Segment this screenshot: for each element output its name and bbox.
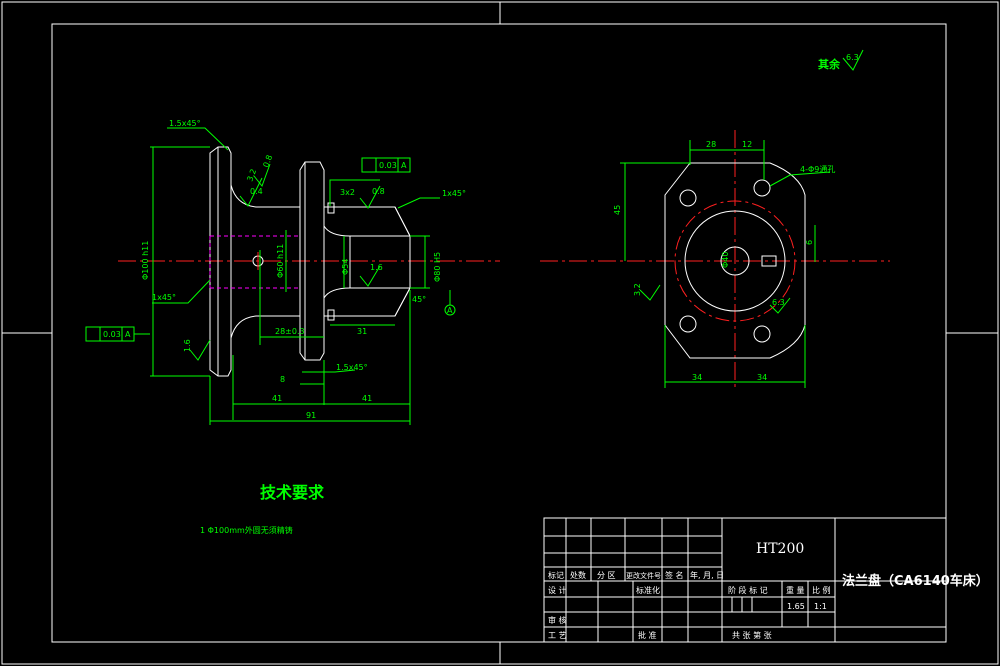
side-rough-r: 3.2	[633, 283, 642, 296]
rough-top1-label: 3.2	[245, 168, 258, 183]
hdr-design: 设 计	[548, 585, 567, 595]
datum-circle-label: A	[447, 306, 453, 315]
rough-rest-label: 其余	[818, 57, 841, 71]
angle-label: 45°	[412, 295, 426, 304]
dim-8-label: 8	[280, 375, 285, 384]
side-rough-key: 6.3	[772, 298, 785, 307]
tech-title: 技术要求	[260, 483, 325, 502]
hdr-count: 处数	[570, 570, 586, 580]
chamfer-right-label: 1x45°	[442, 189, 466, 198]
tol-top-datum: A	[401, 161, 407, 170]
side-dim-34b: 34	[757, 373, 767, 382]
rough-mid-label: 1.6	[370, 263, 383, 272]
dim-bore-label: Φ54	[341, 259, 350, 275]
rough-rest-value: 6.3	[846, 53, 859, 62]
hdr-zone: 分 区	[597, 571, 616, 580]
tech-item-1: 1 Φ100mm外圆无须精铸	[200, 525, 293, 535]
side-dim-key: 6	[805, 240, 814, 245]
side-dim-12: 12	[742, 140, 752, 149]
rough-small-label: 0.4	[250, 187, 263, 196]
sheets-label: 共 张 第 张	[732, 630, 772, 640]
hdr-check: 审 核	[548, 615, 567, 625]
material-label: HT200	[756, 541, 804, 557]
dim-41b-label: 41	[362, 394, 372, 403]
rough-top2-label: 0.8	[261, 154, 274, 169]
side-dim-bore: Φ40	[721, 252, 730, 268]
hdr-mark: 标记	[548, 570, 564, 580]
chamfer-top-label: 1.5x45°	[169, 119, 201, 128]
title-block-labels: HT200 法兰盘（CA6140车床） 标记 处数 分 区 更改文件号 签 名 …	[548, 541, 989, 640]
hdr-weight: 重 量	[786, 585, 805, 595]
dim-41a-label: 41	[272, 394, 282, 403]
side-dim-28: 28	[706, 140, 716, 149]
front-view-labels: 1.5x45° 1x45° 1x45° 1.5x45° 45° 0.03 A 0…	[103, 119, 466, 420]
dim-31-label: 31	[357, 327, 367, 336]
side-view-labels: 其余 6.3 4-Φ9通孔 28 12 45 34 34 6 Φ40 3.2 6…	[613, 53, 859, 382]
side-dim-45: 45	[613, 205, 622, 215]
title-block	[543, 517, 947, 643]
hdr-process: 工 艺	[548, 631, 567, 640]
hdr-scale: 比 例	[812, 585, 831, 595]
front-view	[85, 127, 500, 425]
rough-top3-label: 0.8	[372, 187, 385, 196]
weight-value: 1.65	[787, 602, 805, 611]
hdr-std: 标准化	[636, 585, 660, 595]
chamfer-left-label: 1x45°	[152, 293, 176, 302]
dim-91-label: 91	[306, 411, 316, 420]
hdr-stage: 阶 段 标 记	[728, 585, 768, 595]
dim-3x2-label: 3x2	[340, 188, 355, 197]
holes-label: 4-Φ9通孔	[800, 164, 835, 174]
side-view	[540, 49, 890, 390]
dim-right-dia-label: Φ80 H5	[433, 252, 442, 282]
tol-left-datum: A	[125, 330, 131, 339]
dim-28-label: 28±0.3	[275, 327, 305, 336]
tol-left-value: 0.03	[103, 330, 121, 339]
dim-center-dia-label: Φ60 h11	[276, 244, 285, 278]
chamfer-bottom-label: 1.5x45°	[336, 363, 368, 372]
scale-value: 1:1	[814, 602, 827, 611]
part-name-label: 法兰盘（CA6140车床）	[842, 573, 989, 589]
side-dim-34a: 34	[692, 373, 702, 382]
tol-top-value: 0.03	[379, 161, 397, 170]
tech-requirements: 技术要求 1 Φ100mm外圆无须精铸	[200, 483, 325, 535]
hdr-doc: 更改文件号	[626, 571, 661, 580]
hdr-sign: 签 名	[665, 570, 684, 580]
rough-left-label: 1.6	[183, 339, 192, 352]
dim-left-dia-label: Φ100 h11	[141, 241, 150, 280]
hdr-date: 年, 月, 日	[690, 570, 724, 580]
hdr-approve: 批 准	[638, 630, 657, 640]
